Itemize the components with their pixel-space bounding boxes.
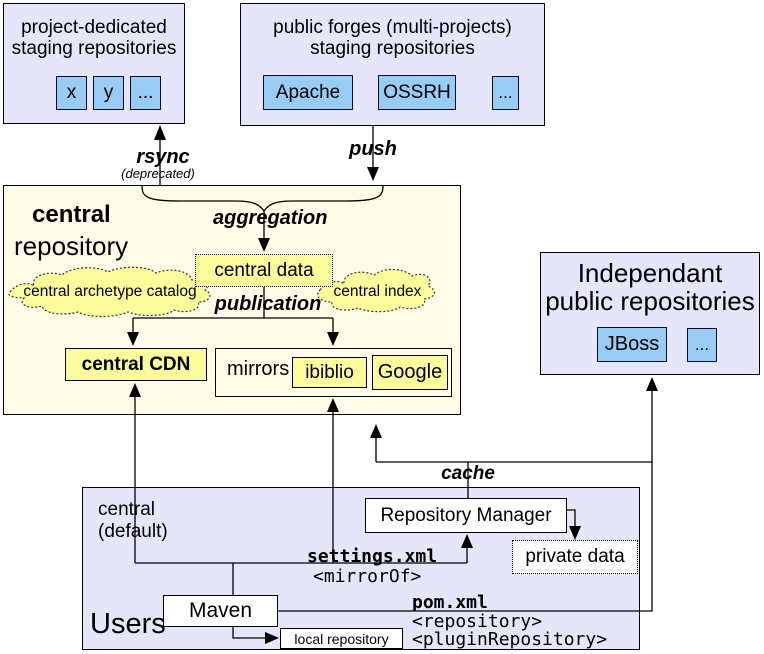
mirror-ibiblio-box: ibiblio xyxy=(292,357,367,388)
repo-chip-apache-label: Apache xyxy=(275,81,341,103)
mirror-google-box: Google xyxy=(372,355,448,390)
mirror-google-label: Google xyxy=(377,361,443,383)
repo-chip-forges-etc: ... xyxy=(492,76,519,110)
repo-chip-jboss: JBoss xyxy=(597,327,667,362)
rsync-label: rsync xyxy=(136,146,190,168)
aggregation-label: aggregation xyxy=(213,207,328,229)
repo-chip-jboss-label: JBoss xyxy=(604,333,660,355)
archetype-catalog-label: central archetype catalog xyxy=(23,283,197,300)
independant-title-line1: Independant xyxy=(577,258,723,288)
repo-chip-ossrh-label: OSSRH xyxy=(383,81,451,103)
repo-chip-indep-etc-label: ... xyxy=(694,335,710,354)
central-data-box: central data xyxy=(195,254,333,287)
users-label: Users xyxy=(90,608,166,640)
settings-xml-label: settings.xml xyxy=(307,546,438,567)
repo-chip-forges-etc-label: ... xyxy=(498,83,513,102)
public-forges-title-line1: public forges (multi-projects) xyxy=(273,17,512,38)
central-index-label: central index xyxy=(333,283,422,300)
pom-xml-label: pom.xml xyxy=(412,592,488,613)
public-forges-title: public forges (multi-projects) staging r… xyxy=(243,17,542,59)
mirrors-label: mirrors xyxy=(227,358,290,380)
repo-chip-y: y xyxy=(93,76,124,110)
local-repository-box: local repository xyxy=(280,628,403,649)
private-data-box: private data xyxy=(512,540,638,574)
central-repository-title-line1: central xyxy=(32,201,111,228)
repository-manager-label: Repository Manager xyxy=(380,504,552,526)
project-staging-title: project-dedicated staging repositories xyxy=(6,17,182,59)
independant-title-line2: public repositories xyxy=(545,286,755,316)
repository-manager-box: Repository Manager xyxy=(365,498,567,533)
central-cdn-label: central CDN xyxy=(81,353,191,375)
push-label: push xyxy=(349,138,397,160)
cache-label: cache xyxy=(441,463,495,484)
central-repository-title: central repository xyxy=(14,201,128,265)
independant-title: Independant public repositories xyxy=(543,259,757,315)
repo-chip-etc-label: ... xyxy=(137,82,154,103)
repository-tag-label: <repository> xyxy=(412,611,543,632)
central-repository-title-line2: repository xyxy=(14,231,129,261)
central-cdn-box: central CDN xyxy=(65,348,207,381)
maven-box: Maven xyxy=(163,595,278,627)
repo-chip-indep-etc: ... xyxy=(687,328,717,362)
private-data-label: private data xyxy=(525,546,625,567)
central-default-line1: central xyxy=(98,499,156,520)
mirror-ibiblio-label: ibiblio xyxy=(305,361,354,383)
rsync-deprecated-note: (deprecated) xyxy=(121,166,195,181)
repo-chip-x-label: x xyxy=(66,82,77,103)
central-data-label: central data xyxy=(214,259,314,281)
maven-label: Maven xyxy=(188,599,253,622)
project-staging-title-line1: project-dedicated xyxy=(21,17,167,38)
repo-chip-y-label: y xyxy=(103,82,114,103)
project-staging-title-line2: staging repositories xyxy=(11,38,177,59)
repo-chip-ossrh: OSSRH xyxy=(378,75,456,110)
public-forges-title-line2: staging repositories xyxy=(310,38,475,59)
mirrorof-tag-label: <mirrorOf> xyxy=(313,566,422,587)
publication-label: publication xyxy=(214,293,322,315)
central-default-line2: (default) xyxy=(98,521,168,542)
repo-chip-apache: Apache xyxy=(263,75,353,110)
central-default-label: central (default) xyxy=(98,499,168,543)
repo-chip-x: x xyxy=(56,76,87,110)
plugin-repository-tag-label: <pluginRepository> xyxy=(412,629,608,650)
repo-chip-etc: ... xyxy=(130,76,161,110)
local-repository-label: local repository xyxy=(294,630,389,647)
